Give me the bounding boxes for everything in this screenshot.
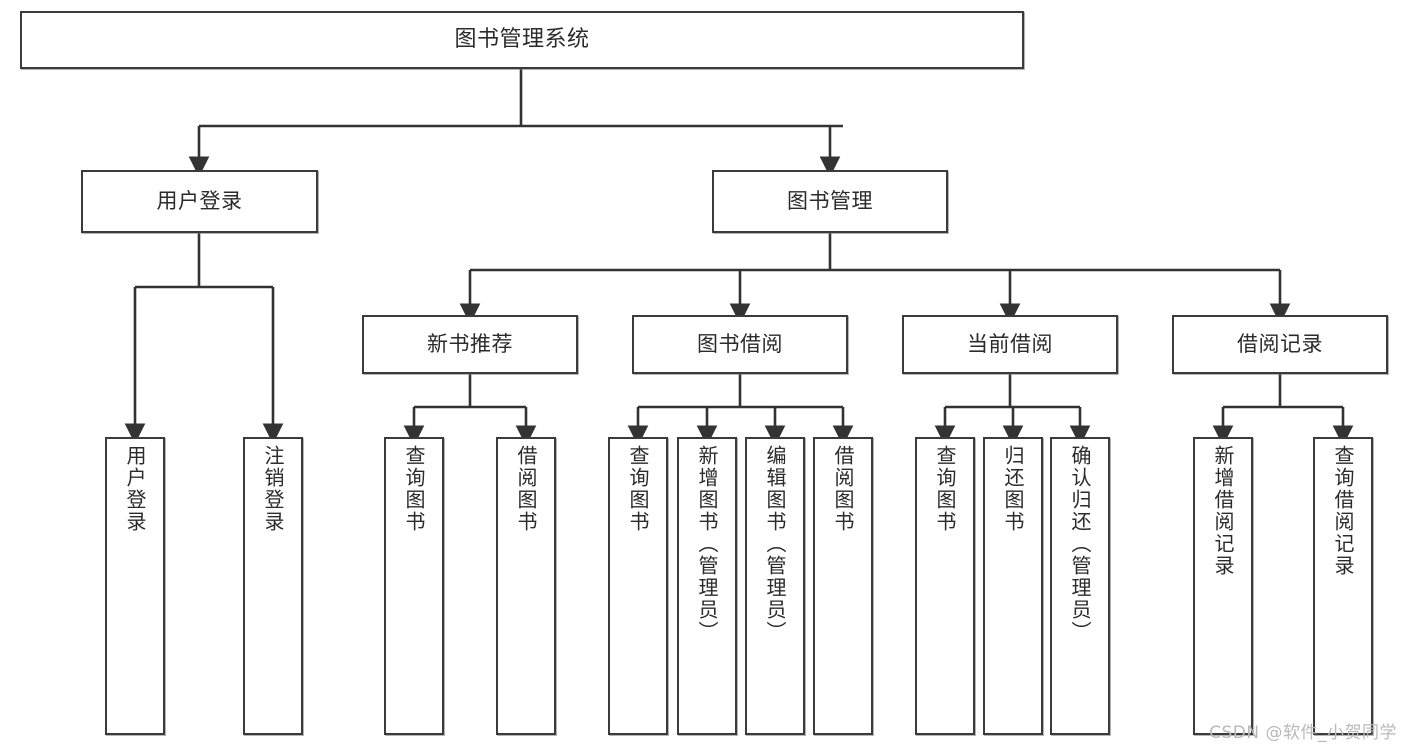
node-new-book-recommend[interactable]: 新书推荐 bbox=[362, 315, 578, 374]
leaf-add-borrow-record[interactable]: 新增借阅记录 bbox=[1193, 437, 1253, 735]
leaf-book-borrow-action[interactable]: 借阅图书 bbox=[813, 437, 873, 735]
watermark: CSDN @软件_小贺同学 bbox=[1209, 723, 1397, 743]
leaf-new-book-borrow[interactable]: 借阅图书 bbox=[496, 437, 556, 735]
leaf-new-book-query-label: 查询图书 bbox=[402, 445, 426, 533]
leaf-return-book-label: 归还图书 bbox=[1001, 445, 1025, 533]
leaf-current-query-label: 查询图书 bbox=[933, 445, 957, 533]
node-borrow-record[interactable]: 借阅记录 bbox=[1172, 315, 1388, 374]
leaf-confirm-return-admin-label: 确认归还（管理员） bbox=[1068, 445, 1092, 643]
leaf-logout[interactable]: 注销登录 bbox=[243, 437, 303, 735]
leaf-book-add-admin[interactable]: 新增图书（管理员） bbox=[677, 437, 737, 735]
leaf-user-login-label: 用户登录 bbox=[123, 445, 147, 533]
node-new-book-recommend-label: 新书推荐 bbox=[427, 332, 513, 357]
leaf-add-borrow-record-label: 新增借阅记录 bbox=[1211, 445, 1235, 577]
leaf-return-book[interactable]: 归还图书 bbox=[983, 437, 1043, 735]
node-current-borrow-label: 当前借阅 bbox=[967, 332, 1053, 357]
leaf-confirm-return-admin[interactable]: 确认归还（管理员） bbox=[1050, 437, 1110, 735]
leaf-book-borrow-query-label: 查询图书 bbox=[626, 445, 650, 533]
leaf-current-query[interactable]: 查询图书 bbox=[915, 437, 975, 735]
leaf-book-edit-admin[interactable]: 编辑图书（管理员） bbox=[745, 437, 805, 735]
leaf-query-borrow-record[interactable]: 查询借阅记录 bbox=[1313, 437, 1373, 735]
node-book-borrow[interactable]: 图书借阅 bbox=[632, 315, 848, 374]
leaf-book-borrow-query[interactable]: 查询图书 bbox=[608, 437, 668, 735]
node-current-borrow[interactable]: 当前借阅 bbox=[902, 315, 1118, 374]
leaf-new-book-borrow-label: 借阅图书 bbox=[514, 445, 538, 533]
node-borrow-record-label: 借阅记录 bbox=[1237, 332, 1323, 357]
leaf-book-edit-admin-label: 编辑图书（管理员） bbox=[763, 445, 787, 643]
node-user-login-label: 用户登录 bbox=[156, 189, 243, 214]
leaf-book-borrow-action-label: 借阅图书 bbox=[831, 445, 855, 533]
node-book-borrow-label: 图书借阅 bbox=[697, 332, 783, 357]
node-book-management-label: 图书管理 bbox=[787, 189, 873, 214]
leaf-query-borrow-record-label: 查询借阅记录 bbox=[1331, 445, 1355, 577]
node-user-login[interactable]: 用户登录 bbox=[81, 170, 318, 233]
leaf-new-book-query[interactable]: 查询图书 bbox=[384, 437, 444, 735]
leaf-book-add-admin-label: 新增图书（管理员） bbox=[695, 445, 719, 643]
leaf-logout-label: 注销登录 bbox=[261, 445, 285, 533]
node-book-management[interactable]: 图书管理 bbox=[712, 170, 948, 233]
node-root-label: 图书管理系统 bbox=[454, 27, 590, 53]
node-root[interactable]: 图书管理系统 bbox=[20, 11, 1024, 69]
leaf-user-login[interactable]: 用户登录 bbox=[105, 437, 165, 735]
